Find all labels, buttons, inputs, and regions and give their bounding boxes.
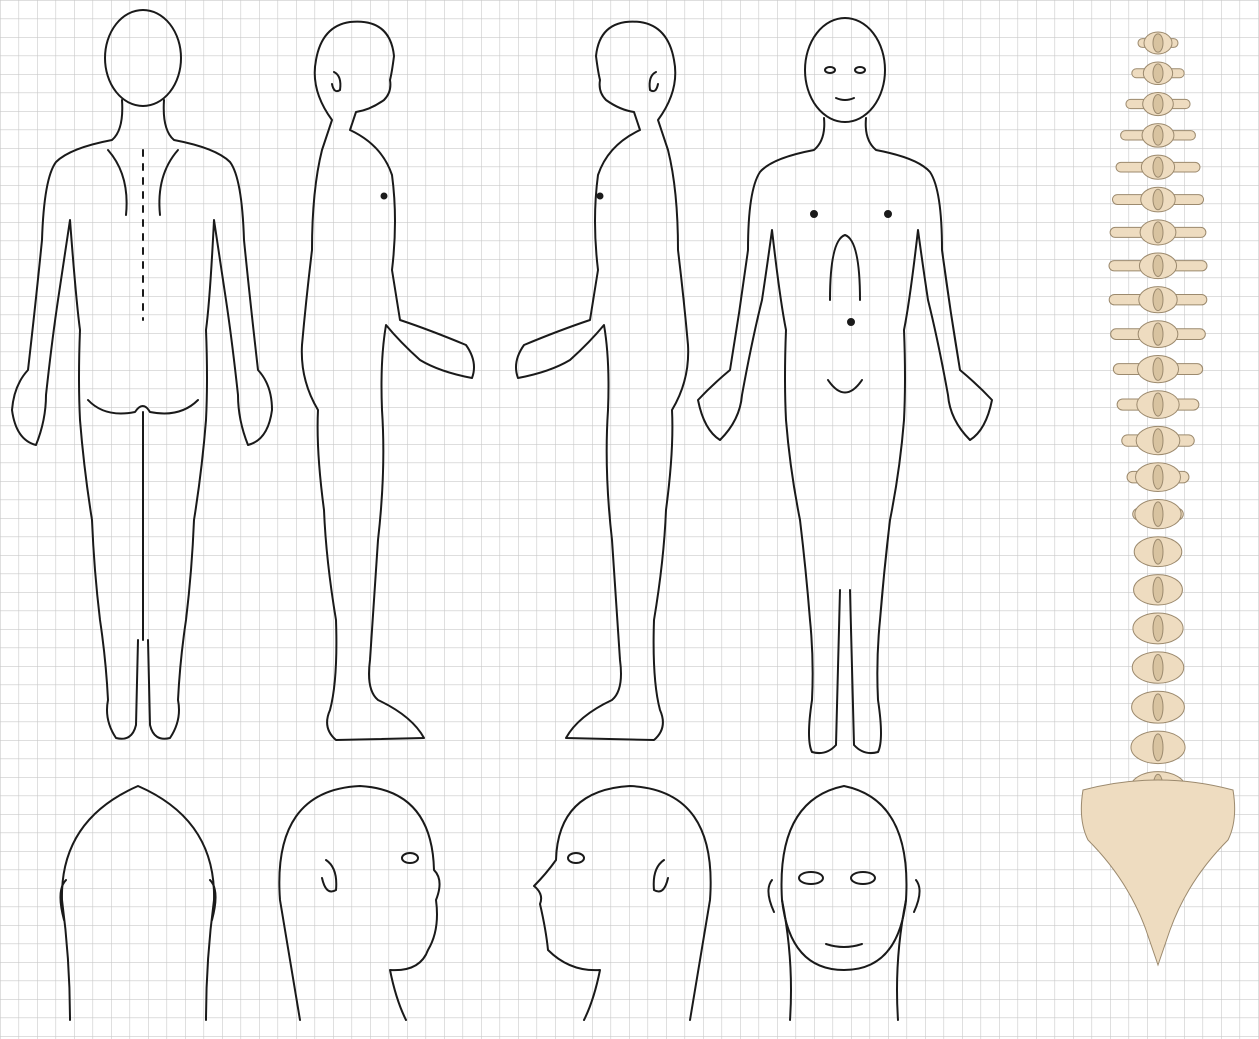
vertebra [1132, 691, 1185, 723]
vertebra [1131, 731, 1185, 763]
vertebra [1132, 652, 1183, 683]
vertebra [1134, 575, 1183, 605]
vertebra [1134, 537, 1182, 567]
vertebra [1133, 613, 1183, 644]
